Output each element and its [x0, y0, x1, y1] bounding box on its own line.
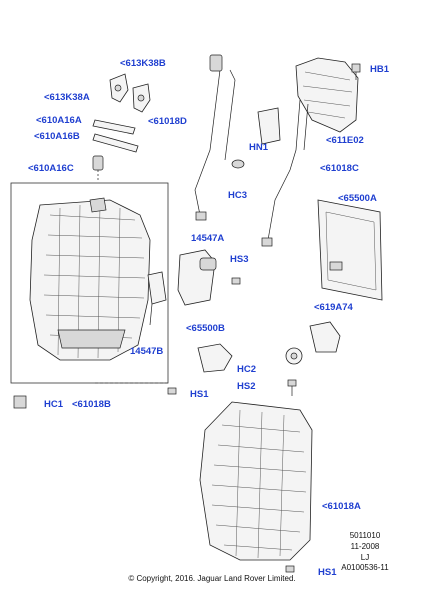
copyright-notice: © Copyright, 2016. Jaguar Land Rover Lim… — [128, 574, 296, 583]
label-HC2[interactable]: HC2 — [237, 364, 257, 375]
harness-61018C — [261, 99, 309, 247]
harness-61018D — [194, 54, 236, 221]
part-HS1-bottom — [285, 565, 295, 573]
label-HS2[interactable]: HS2 — [237, 381, 256, 392]
label-65500A[interactable]: <65500A — [338, 193, 377, 204]
label-613K38B[interactable]: <613K38B — [120, 58, 166, 69]
label-610A16A[interactable]: <610A16A — [36, 115, 82, 126]
label-HS3[interactable]: HS3 — [230, 254, 249, 265]
label-619A74[interactable]: <619A74 — [314, 302, 353, 313]
part-610A16C — [92, 155, 104, 180]
meta-date: 11-2008 — [350, 542, 380, 551]
label-610A16C[interactable]: <610A16C — [28, 163, 74, 174]
seat-back-frame-61018A — [199, 401, 313, 561]
meta-id: A0100536-11 — [341, 563, 389, 572]
part-65500B — [197, 343, 233, 373]
part-HC3 — [231, 159, 245, 169]
part-HS1-mid — [167, 387, 177, 395]
seat-cushion-frame — [29, 197, 151, 361]
label-610A16B[interactable]: <610A16B — [34, 131, 80, 142]
part-619A74 — [309, 321, 341, 353]
meta-model: LJ — [360, 553, 370, 562]
label-HC1[interactable]: HC1 — [44, 399, 64, 410]
meta-code: 5011010 — [349, 531, 381, 540]
label-14547A[interactable]: 14547A — [191, 233, 225, 244]
label-61018D[interactable]: <61018D — [148, 116, 187, 127]
part-611E02 — [295, 57, 359, 133]
label-HN1[interactable]: HN1 — [249, 142, 269, 153]
part-HB1 — [351, 63, 361, 80]
seat-frame-boundary-box — [10, 182, 169, 384]
label-61018A[interactable]: <61018A — [322, 501, 361, 512]
part-610A16-strips — [92, 119, 139, 153]
label-613K38A[interactable]: <613K38A — [44, 92, 90, 103]
part-HC2 — [285, 347, 303, 365]
part-HS3 — [231, 277, 241, 285]
label-61018B[interactable]: <61018B — [72, 399, 111, 410]
part-613K38-brackets — [109, 73, 151, 113]
label-HS1-mid[interactable]: HS1 — [190, 389, 209, 400]
label-HS1-bottom[interactable]: HS1 — [318, 567, 337, 578]
label-65500B[interactable]: <65500B — [186, 323, 225, 334]
part-HC1 — [13, 395, 27, 409]
label-14547B[interactable]: 14547B — [130, 346, 164, 357]
part-65500A — [317, 199, 383, 301]
label-HC3[interactable]: HC3 — [228, 190, 248, 201]
label-611E02[interactable]: <611E02 — [326, 135, 364, 146]
label-61018C[interactable]: <61018C — [320, 163, 359, 174]
label-HB1[interactable]: HB1 — [370, 64, 390, 75]
part-14547B — [147, 271, 167, 326]
part-HN1 — [257, 107, 281, 145]
part-HS2 — [287, 379, 297, 396]
part-14547A — [177, 249, 217, 306]
